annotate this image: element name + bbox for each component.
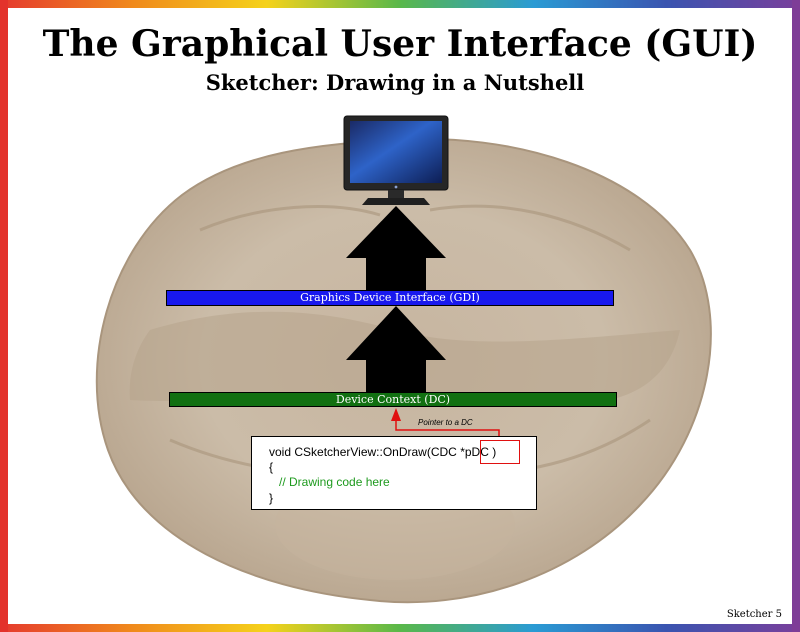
frame-bottom-border (0, 624, 800, 632)
pdc-highlight-box (480, 440, 520, 464)
code-snippet-box: void CSketcherView::OnDraw(CDC *pDC ) { … (251, 436, 537, 510)
code-line-close-brace: } (269, 491, 274, 505)
frame-top-border (0, 0, 800, 8)
slide-title: The Graphical User Interface (GUI) (42, 23, 758, 65)
frame-right-border (792, 0, 800, 632)
up-arrow-icon (346, 306, 446, 392)
code-pdc-parameter: *pDC (460, 445, 489, 459)
pointer-label: Pointer to a DC (418, 418, 473, 427)
monitor-icon (343, 115, 449, 205)
device-context-label: Device Context (DC) (335, 393, 451, 406)
gdi-layer-bar (166, 290, 614, 306)
up-arrow-icon (346, 206, 446, 290)
pointer-arrow-icon (391, 408, 500, 441)
code-line-comment: // Drawing code here (279, 475, 390, 489)
device-context-bar (169, 392, 617, 407)
gdi-layer-label: Graphics Device Interface (GDI) (300, 291, 480, 304)
frame-left-border (0, 0, 8, 632)
code-line-signature: void CSketcherView::OnDraw(CDC *pDC ) (269, 445, 496, 459)
slide-subtitle: Sketcher: Drawing in a Nutshell (205, 70, 585, 95)
page-number: Sketcher 5 (726, 609, 782, 620)
code-signature-prefix: void CSketcherView::OnDraw(CDC (269, 445, 457, 459)
code-line-open-brace: { (269, 460, 274, 474)
code-signature-suffix: ) (492, 445, 497, 459)
